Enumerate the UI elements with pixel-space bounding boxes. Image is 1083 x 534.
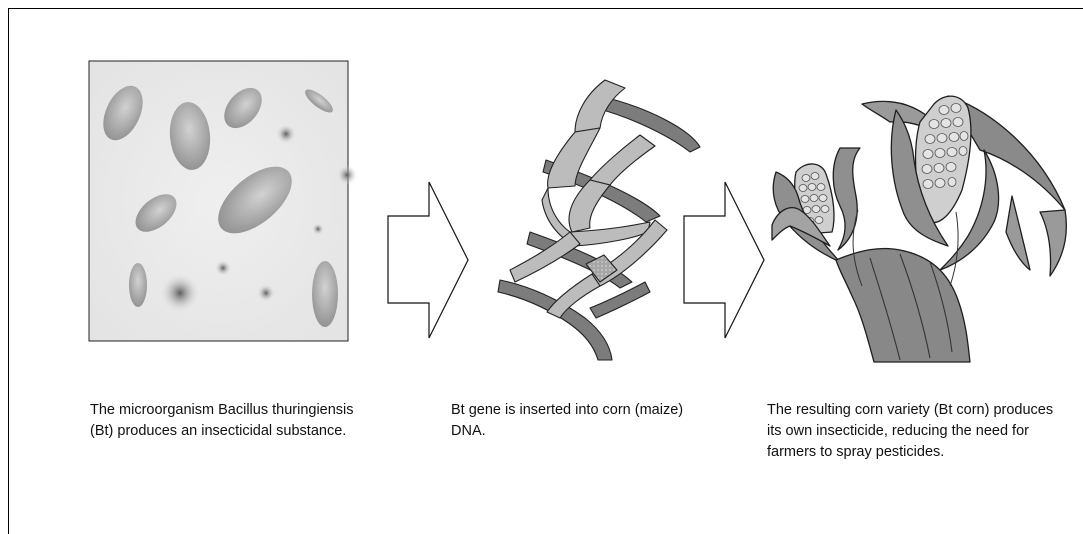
bacteria-panel	[89, 61, 357, 341]
dna-helix	[498, 80, 700, 360]
step-2-caption: Bt gene is inserted into corn (maize) DN…	[451, 400, 701, 442]
step-3-caption: The resulting corn variety (Bt corn) pro…	[767, 400, 1067, 463]
corn-plant	[772, 96, 1066, 362]
process-arrow	[388, 182, 468, 338]
process-arrow	[684, 182, 764, 338]
step-1-caption: The microorganism Bacillus thuringiensis…	[90, 400, 380, 442]
